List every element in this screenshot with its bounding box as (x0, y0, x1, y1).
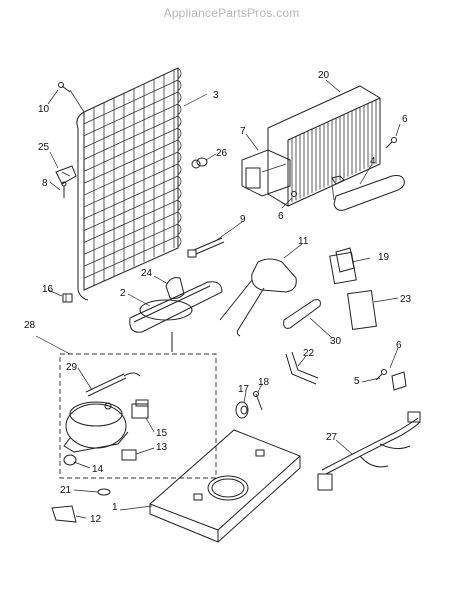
part-29 (85, 372, 141, 397)
tube-22 (285, 351, 319, 385)
callout-29: 29 (66, 362, 78, 373)
callout-20: 20 (318, 70, 330, 81)
part-13 (121, 449, 137, 461)
screw-8 (61, 181, 67, 198)
callout-7: 7 (240, 126, 246, 137)
callout-5: 5 (354, 376, 360, 387)
callout-17: 17 (238, 384, 250, 395)
callout-14: 14 (92, 464, 104, 475)
callout-28: 28 (24, 320, 36, 331)
relay-15 (131, 399, 149, 419)
part-24 (165, 277, 185, 299)
wire-harness-27 (317, 411, 421, 491)
callout-25: 25 (38, 142, 50, 153)
fin-coil-assembly (267, 85, 381, 207)
compressor (63, 401, 129, 453)
watermark: AppliancePartsPros.com (163, 6, 300, 20)
callout-23: 23 (400, 294, 412, 305)
callout-6-top: 6 (402, 114, 408, 125)
part-17 (235, 401, 249, 419)
part-18 (253, 391, 263, 411)
screw-6-mid (291, 191, 297, 197)
screw-10 (58, 82, 71, 93)
part-14 (63, 454, 77, 466)
callout-30: 30 (330, 336, 342, 347)
callout-labels: 3 10 25 8 26 16 20 6 7 4 6 9 11 19 23 24… (24, 70, 412, 525)
callout-1: 1 (112, 502, 118, 513)
callout-26: 26 (216, 148, 228, 159)
callout-10: 10 (38, 104, 50, 115)
tube-30 (283, 299, 321, 329)
callout-8: 8 (42, 178, 48, 189)
callout-11: 11 (298, 236, 309, 247)
callout-13: 13 (156, 442, 168, 453)
callout-9: 9 (240, 214, 246, 225)
tube-11 (219, 258, 297, 337)
callout-12: 12 (90, 514, 102, 525)
part-21 (97, 488, 111, 496)
callout-22: 22 (303, 348, 315, 359)
part-12 (51, 505, 77, 523)
callout-6-low: 6 (396, 340, 402, 351)
bracket-7 (241, 149, 291, 197)
callout-15: 15 (156, 428, 168, 439)
screw-6-top (385, 137, 397, 149)
condenser-coil (69, 67, 182, 301)
callout-19: 19 (378, 252, 390, 263)
bracket-25 (55, 165, 77, 185)
part-5 (391, 371, 407, 391)
callout-4: 4 (370, 156, 376, 167)
clip-16 (62, 293, 73, 303)
callout-16: 16 (42, 284, 54, 295)
compressor-group-28 (59, 353, 217, 479)
grommet-26 (191, 157, 208, 169)
drain-tube-4 (331, 175, 405, 211)
pad-19 (329, 247, 357, 285)
callout-27: 27 (326, 432, 338, 443)
pad-23 (347, 289, 377, 331)
callout-18: 18 (258, 377, 270, 388)
heater-9 (187, 237, 225, 258)
base-tray-1 (149, 429, 301, 543)
callout-21: 21 (60, 485, 72, 496)
callout-6-mid: 6 (278, 211, 284, 222)
leader-lines (35, 79, 401, 519)
callout-3: 3 (213, 90, 219, 101)
drain-pan-2 (129, 281, 223, 352)
callout-24: 24 (141, 268, 153, 279)
callout-2: 2 (120, 288, 126, 299)
